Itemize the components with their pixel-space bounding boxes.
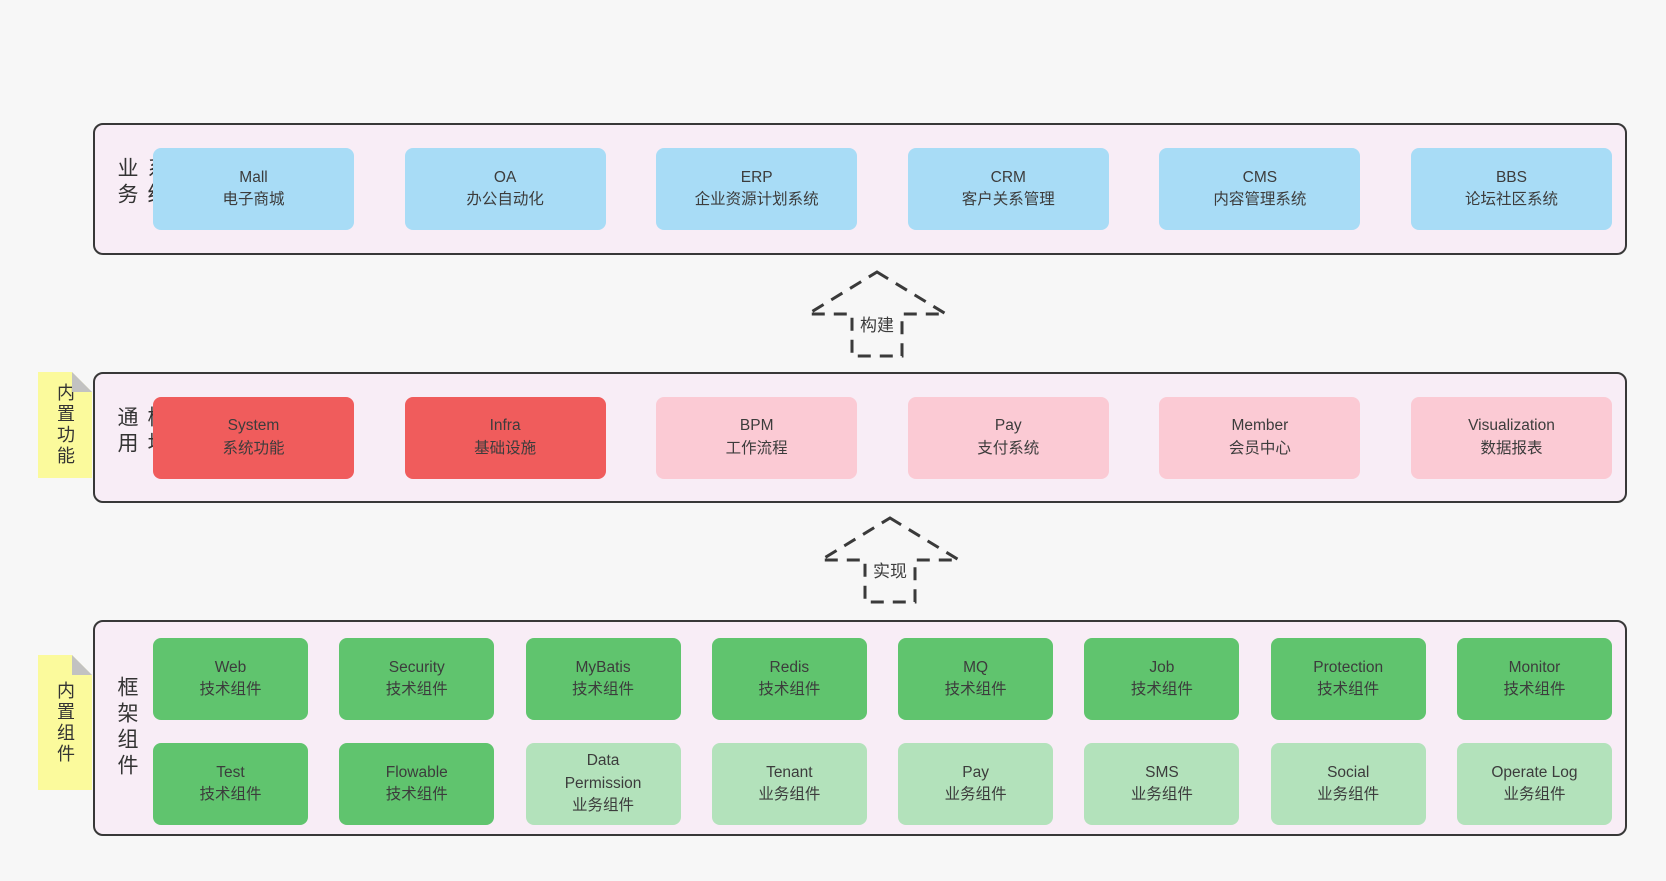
box-crm: CRM 客户关系管理 [907,148,1109,230]
box-data-permission: Data Permission 业务组件 [525,743,681,825]
box-monitor: Monitor 技术组件 [1456,638,1612,720]
box-mall: Mall 电子商城 [153,148,354,230]
box-system: System 系统功能 [153,396,354,479]
band-business-systems: 业务系统 Mall 电子商城 OA 办公自动化 ERP 企业资源计划系统 CRM… [93,123,1627,255]
business-systems-row: Mall 电子商城 OA 办公自动化 ERP 企业资源计划系统 CRM 客户关系… [153,148,1612,230]
box-erp: ERP 企业资源计划系统 [656,148,858,230]
build-arrow-label: 构建 [856,310,898,337]
band-common-modules: 通用模块 System 系统功能 Infra 基础设施 BPM 工作流程 Pay… [93,372,1627,503]
note-built-in-features: 内置功能 [38,372,92,478]
box-mq: MQ 技术组件 [898,638,1054,720]
box-redis: Redis 技术组件 [711,638,867,720]
box-bpm: BPM 工作流程 [656,396,858,479]
box-flowable: Flowable 技术组件 [339,743,495,825]
band-label-framework-components: 框架组件 [115,676,138,780]
build-arrow-icon: 构建 [805,269,949,359]
box-web: Web 技术组件 [153,638,308,720]
box-tenant: Tenant 业务组件 [711,743,867,825]
box-pay-component: Pay 业务组件 [898,743,1054,825]
box-member: Member 会员中心 [1159,396,1361,479]
box-operate-log: Operate Log 业务组件 [1456,743,1612,825]
box-sms: SMS 业务组件 [1084,743,1240,825]
implement-arrow-icon: 实现 [818,515,962,605]
box-bbs: BBS 论坛社区系统 [1410,148,1612,230]
box-cms: CMS 内容管理系统 [1159,148,1361,230]
box-oa: OA 办公自动化 [404,148,606,230]
box-security: Security 技术组件 [339,638,495,720]
common-modules-row: System 系统功能 Infra 基础设施 BPM 工作流程 Pay 支付系统… [153,396,1612,479]
box-protection: Protection 技术组件 [1270,638,1426,720]
box-pay-module: Pay 支付系统 [907,396,1109,479]
box-job: Job 技术组件 [1084,638,1240,720]
box-mybatis: MyBatis 技术组件 [525,638,681,720]
note-built-in-components: 内置组件 [38,655,92,790]
implement-arrow-label: 实现 [869,556,911,583]
box-visualization: Visualization 数据报表 [1410,396,1612,479]
band-framework-components: 框架组件 Web 技术组件 Security 技术组件 MyBatis 技术组件… [93,620,1627,836]
dashed-up-arrow-icon [818,516,962,604]
framework-components-row-1: Web 技术组件 Security 技术组件 MyBatis 技术组件 Redi… [153,638,1612,720]
box-test: Test 技术组件 [153,743,308,825]
box-infra: Infra 基础设施 [404,396,606,479]
box-social: Social 业务组件 [1270,743,1426,825]
framework-components-row-2: Test 技术组件 Flowable 技术组件 Data Permission … [153,743,1612,825]
dashed-up-arrow-icon [805,270,949,358]
